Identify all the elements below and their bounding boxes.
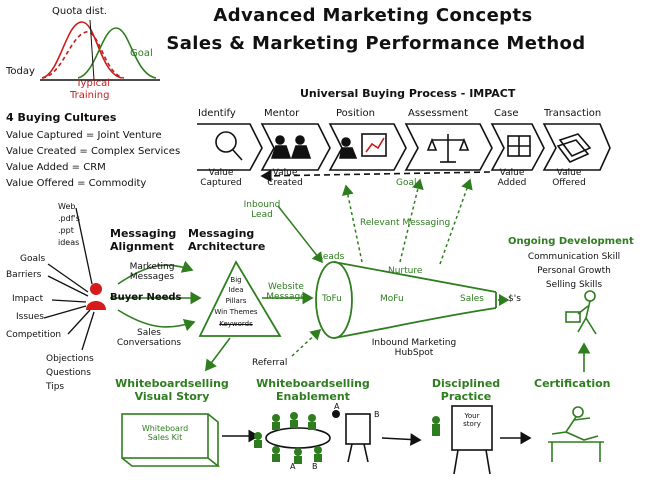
buyer-factor: Questions xyxy=(46,368,91,378)
practice-icon xyxy=(432,405,493,475)
development-skill: Selling Skills xyxy=(545,280,603,290)
cultures-heading: 4 Buying Cultures xyxy=(6,111,117,124)
value-label: Value Created xyxy=(267,168,303,189)
content-type: .pdf's xyxy=(58,214,80,223)
stage-label: Transaction xyxy=(544,108,602,119)
certification-hurdle-icon xyxy=(548,406,604,462)
marketing-messages: Marketing Messages xyxy=(129,262,175,283)
pyramid-level: Win Themes xyxy=(214,308,258,316)
pyramid-level: Pillars xyxy=(225,297,247,305)
inbound-lead-label: Inbound Lead xyxy=(243,200,281,221)
development-person-icon xyxy=(565,290,597,335)
training-label: Training xyxy=(70,90,110,101)
culture-item: Value Captured = Joint Venture xyxy=(6,130,162,141)
stage-label: Mentor xyxy=(264,108,300,119)
messaging-architecture: Messaging Architecture xyxy=(188,227,266,253)
development-skill: Personal Growth xyxy=(537,266,611,276)
buyer-factor: Competition xyxy=(6,330,62,340)
stage-label: Position xyxy=(336,108,375,119)
development-skill: Communication Skill xyxy=(527,252,621,262)
buyer-factor: Tips xyxy=(46,382,65,392)
buyer-needs-label: Buyer Needs xyxy=(110,292,182,303)
goal-arrow xyxy=(260,169,491,183)
typical-label: Typical xyxy=(76,78,110,89)
impact-chevrons xyxy=(197,123,611,171)
label-b: B xyxy=(312,462,318,471)
your-story-label: Your story xyxy=(463,412,481,429)
stage-label: Assessment xyxy=(408,108,468,119)
content-type: Web xyxy=(58,202,76,211)
buyer-factor: Issues xyxy=(16,312,44,322)
pyramid-level: Idea xyxy=(228,286,244,294)
development-heading: Ongoing Development xyxy=(508,236,634,247)
enablement-arrow xyxy=(381,433,422,446)
stage-label: Case xyxy=(494,108,519,119)
sales-kit-label: Whiteboard Sales Kit xyxy=(141,424,189,443)
messaging-alignment: Messaging Alignment xyxy=(110,227,177,253)
tofu-label: ToFu xyxy=(322,294,342,304)
pyramid-down-arrow xyxy=(205,337,231,372)
today-label: Today xyxy=(6,66,35,77)
stage-label: Identify xyxy=(198,108,236,119)
buyer-factor-lines xyxy=(43,207,95,351)
buyer-factor: Goals xyxy=(20,254,46,264)
enablement-meeting-icon xyxy=(254,410,371,464)
nurture-label: Nurture xyxy=(388,266,423,276)
content-type: ideas xyxy=(58,238,80,247)
pyramid-level: Keywords xyxy=(219,320,253,328)
buyer-to-pyramid-arrows xyxy=(110,260,202,332)
impact-heading: Universal Buying Process - IMPACT xyxy=(300,87,516,100)
funnel-arrows xyxy=(277,178,510,357)
mofu-label: MoFu xyxy=(380,294,404,304)
content-type: .ppt xyxy=(58,226,74,235)
label-b: B xyxy=(374,410,380,419)
buyer-person-icon xyxy=(86,283,106,310)
relevant-messaging-label: Relevant Messaging xyxy=(360,218,451,228)
culture-item: Value Created = Complex Services xyxy=(6,146,181,157)
funnel-shape xyxy=(315,261,497,339)
quota-distribution-chart xyxy=(40,19,160,81)
pyramid-level: Big xyxy=(230,276,242,284)
sales-kit-box xyxy=(121,413,221,467)
website-message-label: Website Message xyxy=(266,282,306,303)
messaging-pyramid xyxy=(198,260,282,337)
value-label: Value Offered xyxy=(552,168,586,189)
buyer-factor: Objections xyxy=(46,354,94,364)
quota-label: Quota dist. xyxy=(52,6,107,17)
inbound-marketing-label: Inbound Marketing HubSpot xyxy=(371,338,457,359)
title-line-1: Advanced Marketing Concepts xyxy=(213,5,533,26)
enablement-label: Whiteboardselling Enablement xyxy=(256,377,370,403)
culture-item: Value Offered = Commodity xyxy=(6,178,147,189)
culture-item: Value Added = CRM xyxy=(6,162,106,173)
sales-conversations: Sales Conversations xyxy=(116,328,182,349)
label-a: A xyxy=(334,402,340,411)
label-a: A xyxy=(290,462,296,471)
value-label: Value Added xyxy=(497,168,527,189)
leads-label: Leads xyxy=(318,252,345,262)
buyer-factor: Impact xyxy=(12,294,44,304)
sales-label: Sales xyxy=(460,294,484,304)
visual-story-label: Whiteboardselling Visual Story xyxy=(115,377,229,403)
certification-label: Certification xyxy=(534,377,611,390)
goal-arrow-label: Goal xyxy=(396,178,417,188)
value-label: Value Captured xyxy=(200,168,242,189)
referral-label: Referral xyxy=(252,358,288,368)
goal-label: Goal xyxy=(130,48,153,59)
practice-label: Disciplined Practice xyxy=(431,377,501,403)
buyer-factor: Barriers xyxy=(6,270,42,280)
dollars-label: $'s xyxy=(508,294,521,304)
title-line-2: Sales & Marketing Performance Method xyxy=(166,33,586,54)
